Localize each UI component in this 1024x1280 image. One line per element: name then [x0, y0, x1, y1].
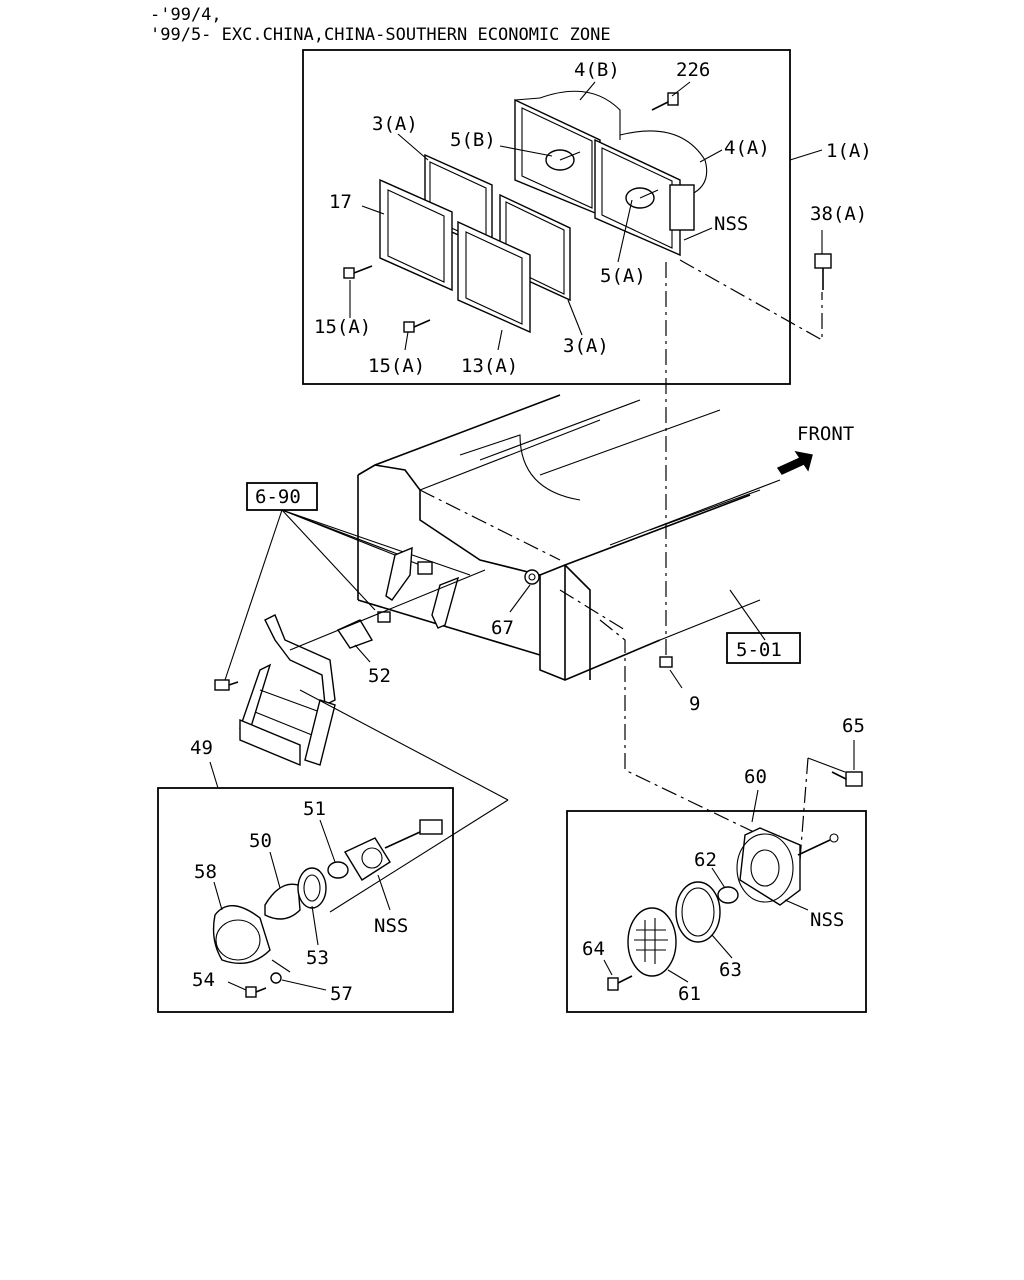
- bumper-frame: [357, 394, 781, 681]
- screw-64: [607, 975, 633, 991]
- label-226: 226: [676, 59, 710, 81]
- label-52: 52: [368, 665, 391, 687]
- gasket-53: [297, 867, 327, 909]
- lens-61: [627, 907, 677, 977]
- gasket-63: [675, 881, 721, 943]
- label-4b: 4(B): [574, 59, 620, 81]
- bolt-6-90: [214, 679, 239, 691]
- bolt-65: [831, 771, 863, 787]
- label-38a: 38(A): [810, 203, 867, 225]
- label-63: 63: [719, 959, 742, 981]
- label-3a-bot: 3(A): [563, 335, 609, 357]
- label-64: 64: [582, 938, 605, 960]
- header-line-1: -'99/4,: [150, 5, 222, 25]
- label-9: 9: [689, 693, 700, 715]
- label-65: 65: [842, 715, 865, 737]
- small-brackets: [377, 546, 460, 629]
- label-51: 51: [303, 798, 326, 820]
- label-3a-top: 3(A): [372, 113, 418, 135]
- bulb-51: [327, 861, 349, 879]
- bulb-62: [717, 886, 739, 904]
- screw-15a-right: [403, 319, 431, 333]
- screw-226: [651, 92, 679, 111]
- label-58: 58: [194, 861, 217, 883]
- label-62: 62: [694, 849, 717, 871]
- label-front: FRONT: [797, 423, 854, 445]
- screw-15a-left: [343, 265, 373, 279]
- label-ref-6-90: 6-90: [255, 486, 301, 508]
- bolt-38a: [814, 253, 832, 290]
- washer-57: [270, 972, 282, 984]
- label-4a: 4(A): [724, 137, 770, 159]
- label-5a: 5(A): [600, 265, 646, 287]
- label-5b: 5(B): [450, 129, 496, 151]
- label-50: 50: [249, 830, 272, 852]
- header-line-2: '99/5- EXC.CHINA,CHINA-SOUTHERN ECONOMIC…: [150, 25, 611, 45]
- label-nss-right: NSS: [810, 909, 844, 931]
- clip-52: [336, 619, 374, 649]
- bezel-13a: [457, 220, 531, 334]
- headlamp-detail-box: [302, 49, 791, 385]
- marker-lamp-detail-box: [566, 810, 867, 1013]
- front-arrow-icon: [776, 451, 813, 475]
- socket-housing-right: [736, 827, 839, 906]
- label-ref-5-01: 5-01: [736, 639, 782, 661]
- ref-5-01-box: [726, 632, 801, 664]
- label-53: 53: [306, 947, 329, 969]
- lens-58: [212, 905, 271, 964]
- bezel-17: [379, 178, 453, 292]
- screw-54: [245, 986, 267, 998]
- label-67: 67: [491, 617, 514, 639]
- cover-50: [264, 883, 301, 920]
- side-lamp-detail-box: [157, 787, 454, 1013]
- label-54: 54: [192, 969, 215, 991]
- label-15a-2: 15(A): [368, 355, 425, 377]
- label-nss-left: NSS: [374, 915, 408, 937]
- socket-housing-left: [343, 819, 443, 881]
- label-49: 49: [190, 737, 213, 759]
- label-13a: 13(A): [461, 355, 518, 377]
- bulb-5a: [625, 187, 659, 209]
- label-60: 60: [744, 766, 767, 788]
- label-57: 57: [330, 983, 353, 1005]
- lamp-bracket: [239, 614, 336, 767]
- bulb-5b: [545, 149, 581, 171]
- label-17: 17: [329, 191, 352, 213]
- nut-67: [524, 569, 540, 585]
- nut-9: [659, 656, 673, 668]
- label-nss-top: NSS: [714, 213, 748, 235]
- label-61: 61: [678, 983, 701, 1005]
- label-1a: 1(A): [826, 140, 872, 162]
- label-15a-1: 15(A): [314, 316, 371, 338]
